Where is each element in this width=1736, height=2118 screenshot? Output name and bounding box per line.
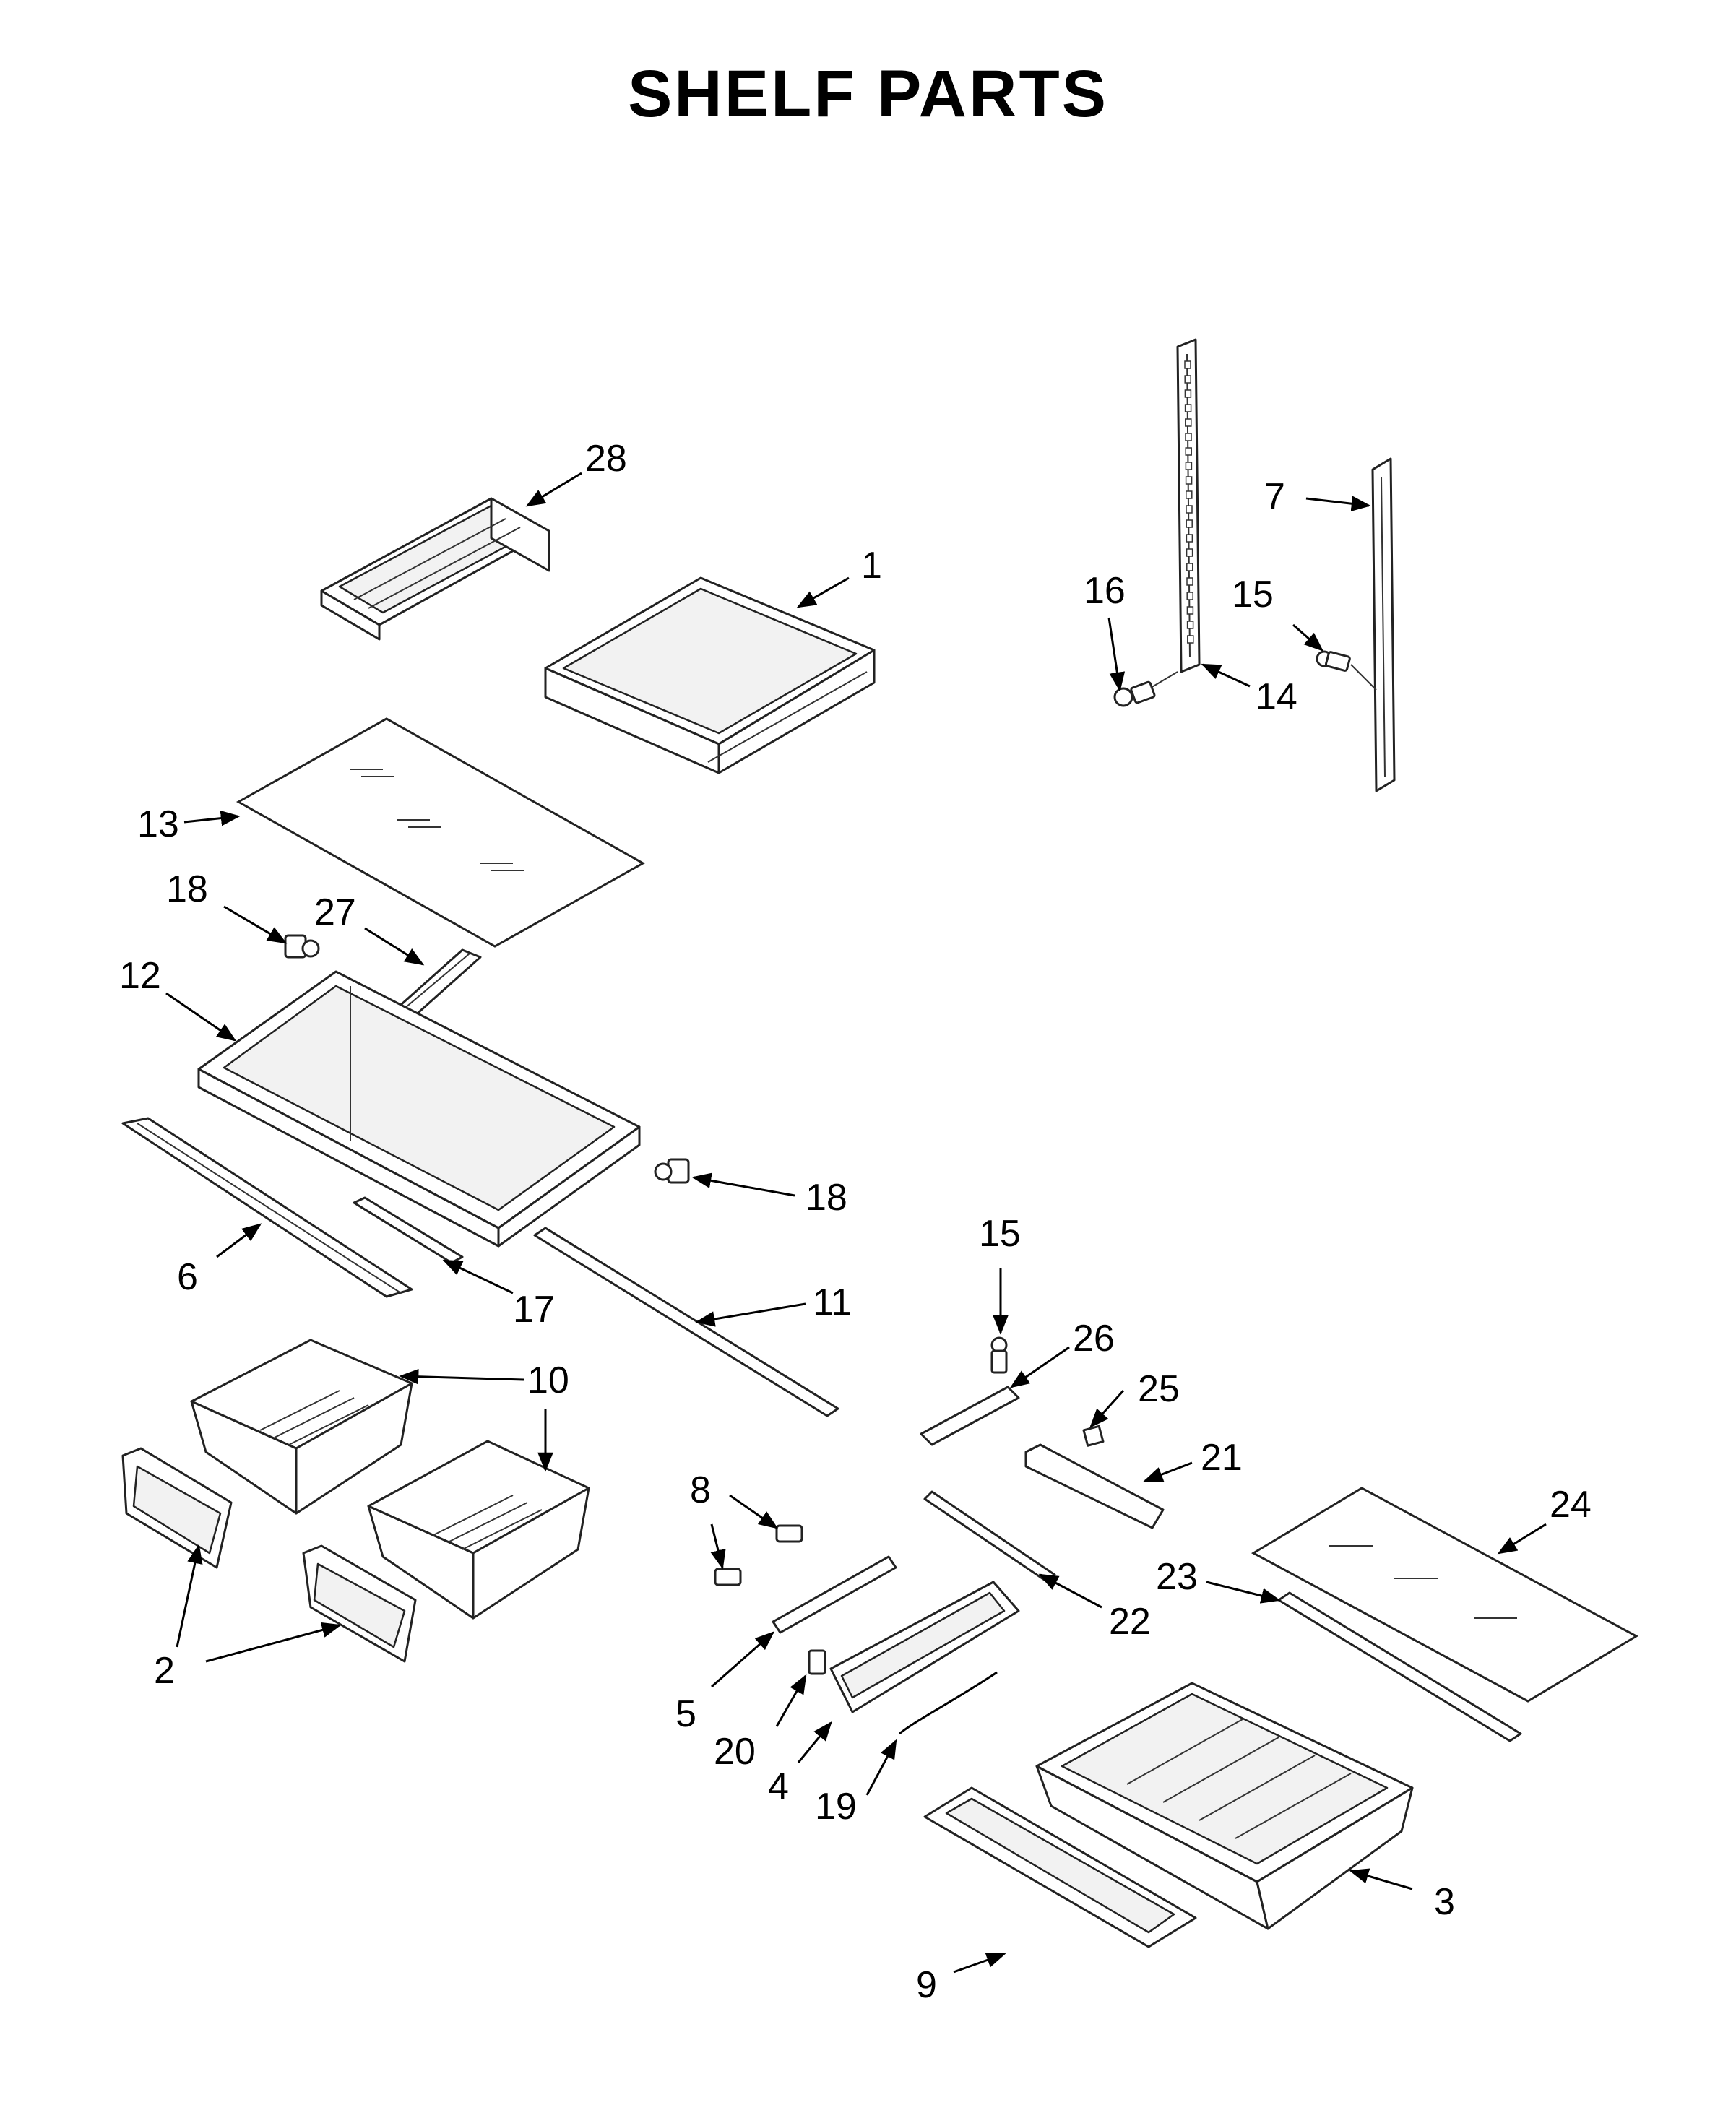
callout-4: 4 <box>768 1765 789 1807</box>
rail-slot <box>1186 534 1193 543</box>
rail-slot <box>1186 606 1194 615</box>
callout-24: 24 <box>1550 1484 1592 1526</box>
callout-19: 19 <box>815 1786 857 1828</box>
rail-slot <box>1186 548 1193 557</box>
part-9-drawer-front <box>923 1786 1197 1948</box>
part-1-shelf-frame <box>544 576 876 774</box>
rail-slot <box>1186 563 1193 571</box>
callout-6: 6 <box>177 1256 198 1298</box>
callout-9: 9 <box>916 1964 937 2006</box>
callout-18-upper: 18 <box>166 868 208 910</box>
callout-7: 7 <box>1264 476 1285 518</box>
part-17-slide-rail <box>353 1196 464 1264</box>
callout-15-upper: 15 <box>1232 574 1274 615</box>
part-26-bracket <box>920 1386 1020 1446</box>
callout-1: 1 <box>861 545 882 587</box>
part-22-slide-rail <box>923 1490 1056 1583</box>
part-6-trim-strip <box>121 1117 413 1298</box>
callout-11: 11 <box>813 1281 852 1323</box>
part-18-clip-upper <box>284 934 320 959</box>
rail-slot <box>1185 462 1193 470</box>
part-2-drawer-front-left <box>121 1447 233 1569</box>
rail-slot <box>1185 433 1192 441</box>
diagram-title: SHELF PARTS <box>627 57 1109 131</box>
callout-10: 10 <box>527 1360 569 1401</box>
part-25-clip <box>1082 1425 1105 1447</box>
callout-15-lower: 15 <box>979 1213 1021 1255</box>
callout-8: 8 <box>690 1469 711 1511</box>
rail-slot <box>1184 389 1192 398</box>
part-15-screw-lower <box>990 1336 1008 1374</box>
callout-16: 16 <box>1084 570 1126 612</box>
part-5-bracket <box>772 1555 897 1634</box>
rail-slot <box>1184 360 1191 369</box>
rail-slot <box>1184 375 1191 384</box>
rail-slot <box>1186 505 1193 514</box>
callout-26: 26 <box>1073 1318 1115 1360</box>
part-13-glass-shelf <box>236 717 646 948</box>
rail-slot <box>1186 519 1193 528</box>
callout-23: 23 <box>1156 1556 1198 1598</box>
part-10-crisper-drawer-front <box>367 1440 590 1620</box>
callout-12: 12 <box>119 955 161 997</box>
part-24-glass-shelf <box>1251 1487 1639 1703</box>
part-8-screws <box>714 1524 803 1586</box>
part-18-clip-lower <box>654 1158 690 1184</box>
rail-slot <box>1186 490 1193 499</box>
callout-labels: 28 1 7 16 15 14 13 18 27 12 18 6 17 11 1… <box>119 438 1592 2006</box>
callout-5: 5 <box>675 1693 696 1735</box>
callout-18-lower: 18 <box>806 1177 847 1219</box>
rail-slot <box>1187 635 1194 644</box>
part-23-trim-strip <box>1277 1591 1522 1742</box>
callout-25: 25 <box>1138 1368 1180 1410</box>
part-21-rail <box>1024 1443 1165 1529</box>
callout-13: 13 <box>137 803 179 845</box>
callout-17: 17 <box>513 1289 555 1331</box>
part-20-clip <box>808 1649 826 1675</box>
callout-28: 28 <box>585 438 627 480</box>
callout-14: 14 <box>1256 676 1297 718</box>
part-2-drawer-front-right <box>302 1544 417 1663</box>
callout-20: 20 <box>714 1731 756 1773</box>
callout-27: 27 <box>314 891 356 933</box>
part-19-wire <box>899 1671 998 1735</box>
part-16-screw <box>1113 671 1178 707</box>
part-14-vertical-rail <box>1176 338 1201 673</box>
part-3-pan-drawer <box>1035 1682 1414 1930</box>
rail-slot <box>1186 577 1193 586</box>
callout-leaders <box>165 472 1547 1974</box>
part-11-trim-strip <box>533 1227 839 1417</box>
callout-22: 22 <box>1109 1601 1151 1643</box>
callout-3: 3 <box>1434 1881 1455 1923</box>
rail-slot <box>1184 404 1192 412</box>
rail-slot <box>1185 476 1193 485</box>
rail-slot <box>1185 418 1192 427</box>
part-15-screw-upper <box>1316 650 1377 691</box>
callout-21: 21 <box>1201 1437 1243 1479</box>
part-12-shelf-frame <box>197 970 641 1248</box>
callout-2: 2 <box>154 1650 175 1692</box>
part-7-vertical-rail <box>1371 457 1396 792</box>
part-4-housing <box>829 1581 1020 1713</box>
rail-slot <box>1186 621 1194 629</box>
part-28-shelf-frame <box>320 497 550 641</box>
rail-slot <box>1185 447 1192 456</box>
rail-slot <box>1186 592 1193 600</box>
part-10-crisper-drawer-back <box>190 1339 413 1515</box>
